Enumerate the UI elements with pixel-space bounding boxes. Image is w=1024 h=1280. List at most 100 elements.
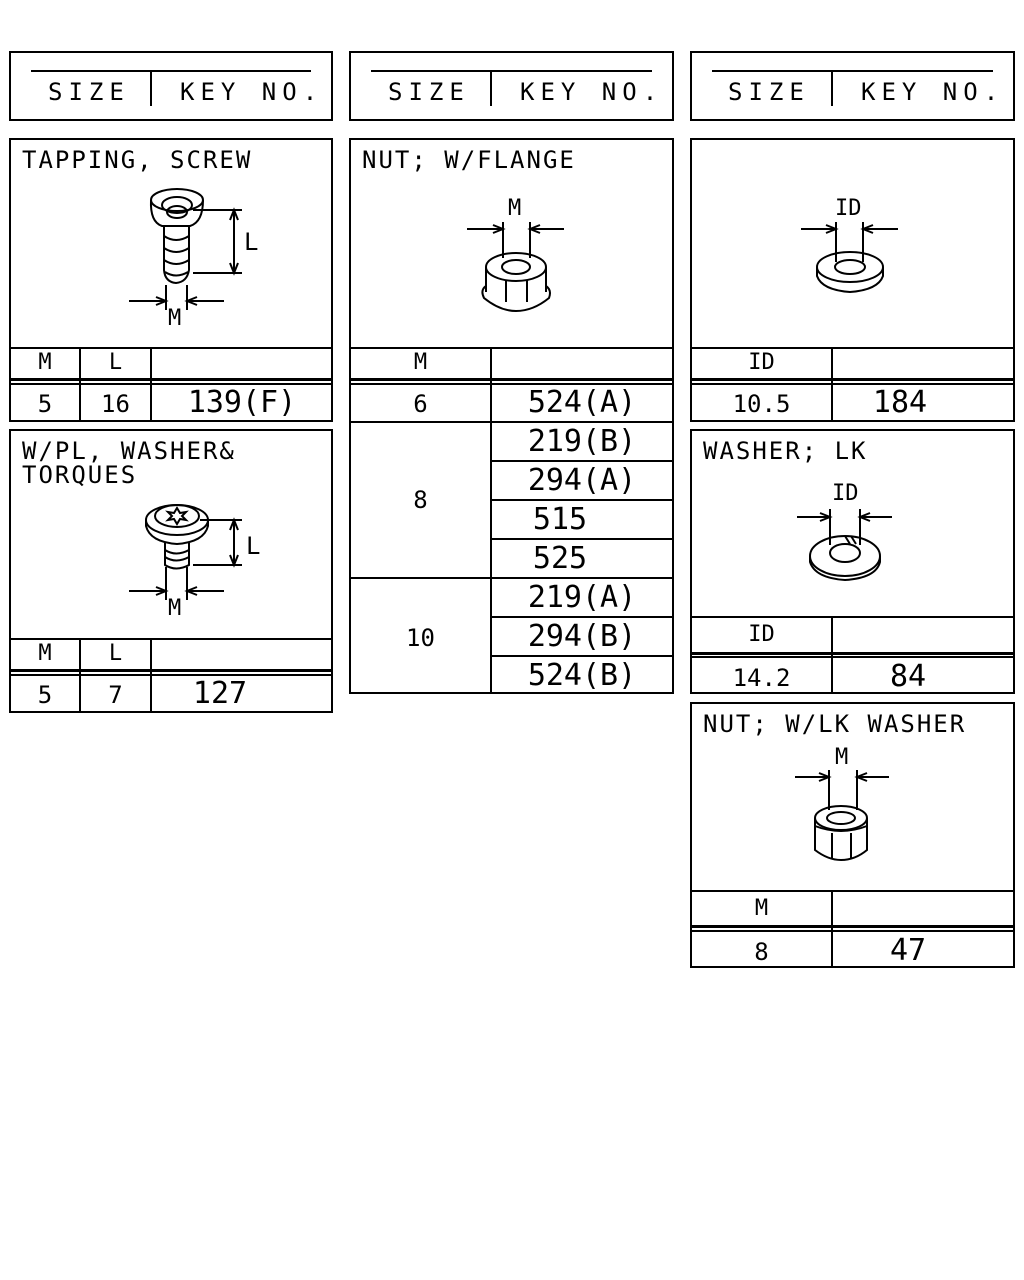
flange-nut-table-rule2 <box>349 383 674 385</box>
lock-washer-table-top <box>690 616 1015 618</box>
washer-table-top <box>690 347 1015 349</box>
torques-screw-col-m: M <box>38 641 52 666</box>
lock-washer-col-id: ID <box>748 622 775 647</box>
tapping-screw-dim-m: M <box>168 306 182 331</box>
header-size-2: SIZE <box>388 78 470 106</box>
tapping-screw-col-sep-2 <box>150 347 152 421</box>
tapping-screw-table-rule2 <box>9 383 333 385</box>
torques-screw-title-line2: TORQUES <box>22 461 138 489</box>
tapping-screw-drawing <box>129 188 242 310</box>
lock-nut-title: NUT; W/LK WASHER <box>703 710 967 738</box>
flange-nut-key-sep-3 <box>490 538 674 540</box>
flange-nut-table-rule <box>349 378 674 381</box>
flange-nut-key-525: 525 <box>532 541 588 576</box>
flange-nut-key-219a: 219(A) <box>527 580 637 615</box>
flange-nut-drawing <box>467 222 564 313</box>
header-rule-2 <box>371 70 652 72</box>
header-box-1 <box>9 51 333 121</box>
flange-nut-col-sep <box>490 347 492 694</box>
flange-nut-m-6: 6 <box>413 390 428 418</box>
flange-nut-dim-m: M <box>508 196 522 221</box>
lock-washer-id-value: 14.2 <box>732 664 791 692</box>
flange-nut-key-219b: 219(B) <box>527 424 637 459</box>
flange-nut-key-515: 515 <box>532 502 588 537</box>
torques-screw-key-no: 127 <box>192 676 248 711</box>
header-divider-3 <box>831 70 833 106</box>
torques-screw-table-rule2 <box>9 674 333 676</box>
torques-screw-col-sep-1 <box>79 638 81 712</box>
lock-nut-key-no: 47 <box>889 933 927 968</box>
header-rule-3 <box>712 70 993 72</box>
header-key-3: KEY NO. <box>861 78 1005 106</box>
flange-nut-key-sep-5 <box>490 655 674 657</box>
flange-nut-key-294b: 294(B) <box>527 619 637 654</box>
header-key-1: KEY NO. <box>180 78 324 106</box>
lock-washer-table-rule <box>690 652 1015 655</box>
flange-nut-key-524b: 524(B) <box>527 658 637 693</box>
header-divider-2 <box>490 70 492 106</box>
torques-screw-col-sep-2 <box>150 638 152 712</box>
lock-nut-table-rule2 <box>690 930 1015 932</box>
tapping-screw-panel <box>9 138 333 422</box>
flange-nut-table-top <box>349 347 674 349</box>
lock-washer-title: WASHER; LK <box>703 437 868 465</box>
flange-nut-col-m: M <box>413 350 428 375</box>
lock-nut-table-top <box>690 890 1015 892</box>
washer-col-id: ID <box>748 350 775 375</box>
tapping-screw-col-sep-1 <box>79 347 81 421</box>
header-key-2: KEY NO. <box>520 78 664 106</box>
flange-nut-row-sep-8 <box>349 577 674 579</box>
lock-washer-drawing <box>797 509 892 582</box>
lock-washer-col-sep <box>831 616 833 694</box>
header-rule-1 <box>31 70 311 72</box>
header-size-1: SIZE <box>48 78 130 106</box>
tapping-screw-dim-l: L <box>244 228 259 256</box>
tapping-screw-table-top <box>9 347 333 349</box>
flange-nut-title: NUT; W/FLANGE <box>362 146 576 174</box>
washer-table-rule <box>690 378 1015 381</box>
flange-nut-key-sep-4 <box>490 616 674 618</box>
lock-washer-key-no: 84 <box>889 659 927 694</box>
tapping-screw-col-l: L <box>108 350 123 375</box>
torques-screw-m-value: 5 <box>37 681 53 709</box>
torques-screw-col-l: L <box>108 641 123 666</box>
flange-nut-key-sep-1 <box>490 460 674 462</box>
tapping-screw-col-m: M <box>38 350 52 375</box>
flange-nut-key-524a: 524(A) <box>527 385 637 420</box>
flange-nut-m-10: 10 <box>406 624 435 652</box>
torques-screw-title-line1: W/PL, WASHER& <box>22 437 236 465</box>
torques-screw-table-top <box>9 638 333 640</box>
header-size-3: SIZE <box>728 78 810 106</box>
washer-drawing <box>801 222 898 294</box>
torques-screw-dim-l: L <box>246 532 261 560</box>
torques-screw-table-rule <box>9 669 333 672</box>
washer-id-value: 10.5 <box>732 390 791 418</box>
lock-nut-panel <box>690 702 1015 968</box>
lock-washer-table-rule2 <box>690 656 1015 658</box>
lock-washer-dim-id: ID <box>832 481 859 506</box>
tapping-screw-key-no: 139(F) <box>187 385 297 420</box>
flange-nut-panel <box>349 138 674 694</box>
torques-screw-panel <box>9 429 333 713</box>
header-divider-1 <box>150 70 152 106</box>
washer-key-no: 184 <box>872 385 928 420</box>
washer-col-sep <box>831 347 833 421</box>
lock-nut-col-sep <box>831 890 833 967</box>
torques-screw-dim-m: M <box>168 596 182 621</box>
flange-nut-key-sep-2 <box>490 499 674 501</box>
header-box-3 <box>690 51 1015 121</box>
header-box-2 <box>349 51 674 121</box>
washer-dim-id: ID <box>835 196 862 221</box>
washer-panel <box>690 138 1015 422</box>
lock-nut-drawing <box>795 770 889 862</box>
tapping-screw-l-value: 16 <box>101 390 130 418</box>
lock-nut-m-value: 8 <box>754 938 769 966</box>
washer-table-rule2 <box>690 383 1015 385</box>
tapping-screw-table-rule <box>9 378 333 381</box>
flange-nut-m-8: 8 <box>413 486 428 514</box>
lock-nut-table-rule <box>690 925 1015 928</box>
flange-nut-row-sep-6 <box>349 421 674 423</box>
lock-nut-dim-m: M <box>835 745 849 770</box>
flange-nut-key-294a: 294(A) <box>527 463 637 498</box>
tapping-screw-m-value: 5 <box>37 390 53 418</box>
